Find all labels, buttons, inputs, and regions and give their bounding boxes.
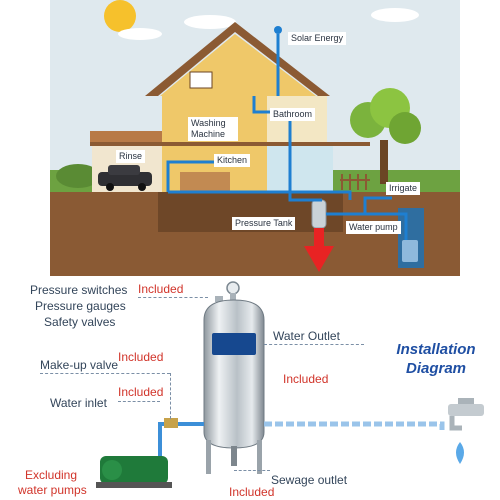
attic-window: [189, 71, 213, 89]
house-scene: Solar Energy Bathroom Washing Machine Ri…: [50, 0, 460, 276]
water-drop-icon: [456, 442, 464, 464]
included-outlet: Included: [283, 372, 329, 386]
flow-arrow-shaft: [314, 228, 324, 248]
pump-motor-icon: [102, 460, 122, 480]
leader-line: [234, 470, 270, 471]
water-pipes: [166, 34, 408, 240]
leader-line: [118, 401, 160, 402]
title-line-2: Diagram: [405, 360, 467, 377]
balcony: [90, 131, 162, 142]
label-bathroom: Bathroom: [270, 108, 316, 121]
label-pressure-gauges: Pressure gauges: [35, 299, 126, 313]
label-irrigate: Irrigate: [386, 182, 421, 195]
leader-line: [138, 297, 208, 298]
label-excluding-line1: Excluding: [25, 468, 78, 482]
car-wheel: [106, 183, 114, 191]
cloud: [118, 28, 162, 40]
floor-slab: [90, 142, 370, 146]
kitchen-counter: [180, 172, 230, 192]
label-safety-valves: Safety valves: [44, 315, 116, 329]
included-top: Included: [138, 282, 184, 296]
gauge-stem: [230, 293, 236, 301]
included-bottom: Included: [229, 485, 275, 499]
sun-icon: [104, 0, 136, 32]
label-rinse: Rinse: [116, 150, 146, 163]
house-illustration: [50, 0, 460, 276]
tank-leg: [206, 440, 211, 474]
inlet-pipe: [158, 422, 204, 462]
tree-canopy: [389, 112, 421, 144]
safety-valve-icon: [215, 296, 223, 302]
installation-title: Installation Diagram: [386, 340, 486, 378]
leader-line: [170, 373, 171, 419]
tank-leg: [257, 440, 262, 474]
roof: [145, 22, 330, 96]
label-water-pump: Water pump: [346, 221, 401, 234]
included-makeup: Included: [118, 350, 164, 364]
label-pressure-tank: Pressure Tank: [232, 217, 296, 230]
makeup-valve-icon: [164, 418, 178, 428]
outlet-pipe: [264, 421, 445, 432]
car: [98, 172, 152, 186]
cloud: [371, 8, 419, 22]
label-pressure-switches: Pressure switches: [30, 283, 128, 297]
label-kitchen: Kitchen: [214, 154, 251, 167]
leader-line: [40, 373, 170, 374]
water-pump-icon: [402, 240, 418, 262]
solar-heater-icon: [274, 26, 282, 34]
cloud: [184, 15, 236, 29]
pressure-tank-icon: [311, 199, 327, 229]
fence: [340, 174, 370, 190]
label-water-outlet: Water Outlet: [273, 329, 340, 343]
car-wheel: [138, 183, 146, 191]
label-solar-energy: Solar Energy: [288, 32, 347, 45]
flow-arrow-icon: [304, 246, 334, 272]
label-water-inlet: Water inlet: [50, 396, 107, 410]
pressure-tank: [203, 299, 265, 449]
pressure-gauge-icon: [226, 281, 240, 295]
label-sewage-outlet: Sewage outlet: [271, 473, 348, 487]
label-makeup-valve: Make-up valve: [40, 358, 119, 372]
label-excluding-line2: water pumps: [18, 483, 87, 497]
included-inlet: Included: [118, 385, 164, 399]
bush: [56, 164, 100, 188]
tank-nameplate: [212, 333, 256, 355]
faucet-body: [448, 404, 484, 416]
utility-room: [267, 146, 333, 192]
tree-trunk: [380, 140, 388, 184]
sewage-outlet-pipe: [231, 446, 237, 466]
pump-base: [96, 482, 172, 488]
faucet-spout: [449, 416, 462, 431]
label-washing-machine: Washing Machine: [188, 117, 238, 141]
faucet-handle-icon: [458, 398, 474, 404]
leader-line: [264, 344, 364, 345]
car-cabin: [108, 165, 140, 175]
title-line-1: Installation: [396, 341, 476, 358]
